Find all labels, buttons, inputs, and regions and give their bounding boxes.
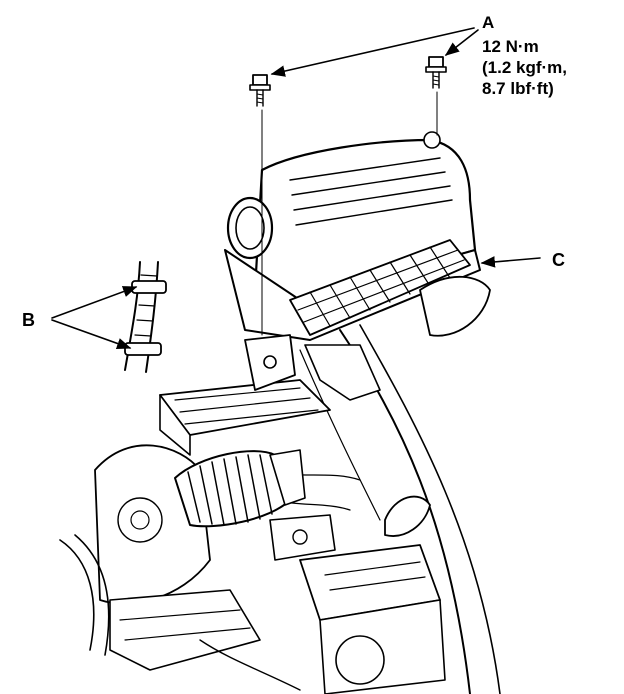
callout-leaders [51, 27, 541, 350]
torque-spec-line-2: (1.2 kgf·m, [482, 58, 567, 77]
callout-c-letter: C [552, 250, 565, 270]
air-cleaner-housing [224, 91, 491, 391]
filter-element [289, 239, 471, 336]
upper-hose-clamp [131, 280, 167, 294]
bolt-right [425, 56, 447, 89]
callout-b-letter: B [22, 310, 35, 330]
torque-spec-line-1: 12 N·m [482, 37, 539, 56]
lower-hose-clamp [124, 342, 162, 356]
callout-a-letter: A [482, 13, 494, 32]
callout-a: A 12 N·m (1.2 kgf·m, 8.7 lbf·ft) [482, 13, 567, 98]
bolt-left [249, 74, 271, 107]
clamped-hose [124, 261, 167, 373]
torque-spec-line-3: 8.7 lbf·ft) [482, 79, 554, 98]
intake-boot [174, 449, 306, 528]
